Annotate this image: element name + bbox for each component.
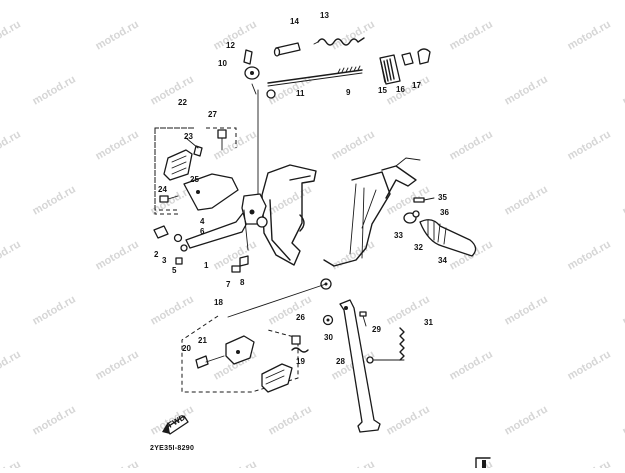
watermark-text: motod.ru [31,73,78,107]
watermark-text: motod.ru [94,348,141,382]
callout-22: 22 [178,98,187,107]
watermark-text: motod.ru [566,458,613,468]
group-22-brake-bracket [155,128,238,214]
watermark-text: motod.ru [94,18,141,52]
watermark-text: motod.ru [448,18,495,52]
callout-15: 15 [378,86,387,95]
watermark-text: motod.ru [621,403,625,437]
callout-6: 6 [200,227,205,236]
brake-rod [268,70,362,83]
callout-5: 5 [172,266,177,275]
watermark-text: motod.ru [448,348,495,382]
watermark-text: motod.ru [94,458,141,468]
watermark-text: motod.ru [330,128,377,162]
callout-28: 28 [336,357,345,366]
callout-16: 16 [396,85,405,94]
callout-21: 21 [198,336,207,345]
diagram-code: 2YE35I-8290 [150,445,194,452]
watermark-text: motod.ru [385,403,432,437]
watermark-text: motod.ru [385,73,432,107]
watermark-text: motod.ru [31,293,78,327]
watermark-text: motod.ru [31,403,78,437]
watermark-text: motod.ru [31,183,78,217]
watermark-text: motod.ru [0,348,23,382]
callout-33: 33 [394,231,403,240]
watermark-text: motod.ru [0,18,23,52]
callout-35: 35 [438,193,447,202]
watermark-text: motod.ru [330,458,377,468]
watermark-text: motod.ru [621,73,625,107]
watermark-text: motod.ru [566,348,613,382]
callout-19: 19 [296,357,305,366]
frame-section [228,158,420,317]
callout-32: 32 [414,243,423,252]
callout-11: 11 [296,89,305,98]
pedal-tip [154,226,168,238]
watermark-text: motod.ru [448,128,495,162]
adjust-nut [402,53,413,65]
callout-20: 20 [182,344,191,353]
callout-30: 30 [324,333,333,342]
callout-26: 26 [296,313,305,322]
watermark-text: motod.ru [0,238,23,272]
watermark-text: motod.ru [621,183,625,217]
callout-13: 13 [320,11,329,20]
watermark-text: motod.ru [267,183,314,217]
washer [267,90,275,98]
callout-36: 36 [440,208,449,217]
callout-12: 12 [226,41,235,50]
watermark-text: motod.ru [0,128,23,162]
watermark-text: motod.ru [212,18,259,52]
callout-9: 9 [346,88,351,97]
watermark-text: motod.ru [503,293,550,327]
watermark-text: motod.ru [566,18,613,52]
callout-27: 27 [208,110,217,119]
callout-23: 23 [184,132,193,141]
sidestand-spring [400,328,404,360]
callout-10: 10 [218,59,227,68]
wing-nut [418,49,430,64]
watermark-text: motod.ru [149,73,196,107]
watermark-text: motod.ru [330,18,377,52]
callout-14: 14 [290,17,299,26]
callout-1: 1 [204,261,209,270]
brake-rod-assembly [244,38,430,220]
watermark-text: motod.ru [503,183,550,217]
callout-31: 31 [424,318,433,327]
callout-2: 2 [154,250,159,259]
callout-34: 34 [438,256,447,265]
callout-3: 3 [162,256,167,265]
group-18-footrest [182,316,308,392]
bolt-27 [218,130,226,138]
watermark-text: motod.ru [330,238,377,272]
watermark-text: motod.ru [267,293,314,327]
callout-25: 25 [190,175,199,184]
watermark-text: motod.ru [621,293,625,327]
callout-29: 29 [372,325,381,334]
watermark-text: motod.ru [503,73,550,107]
watermark-text: motod.ru [267,403,314,437]
clevis-pin [244,50,252,64]
watermark-text: motod.ru [566,238,613,272]
callout-24: 24 [158,185,167,194]
watermark-text: motod.ru [212,458,259,468]
callout-4: 4 [200,217,205,226]
watermark-text: motod.ru [94,238,141,272]
callout-18: 18 [214,298,223,307]
callout-7: 7 [226,280,231,289]
watermark-text: motod.ru [149,293,196,327]
watermark-text: motod.ru [0,458,23,468]
watermark-text: motod.ru [448,458,495,468]
callout-17: 17 [412,81,421,90]
watermark-text: motod.ru [503,403,550,437]
watermark-text: motod.ru [566,128,613,162]
watermark-text: motod.ru [94,128,141,162]
callout-8: 8 [240,278,245,287]
